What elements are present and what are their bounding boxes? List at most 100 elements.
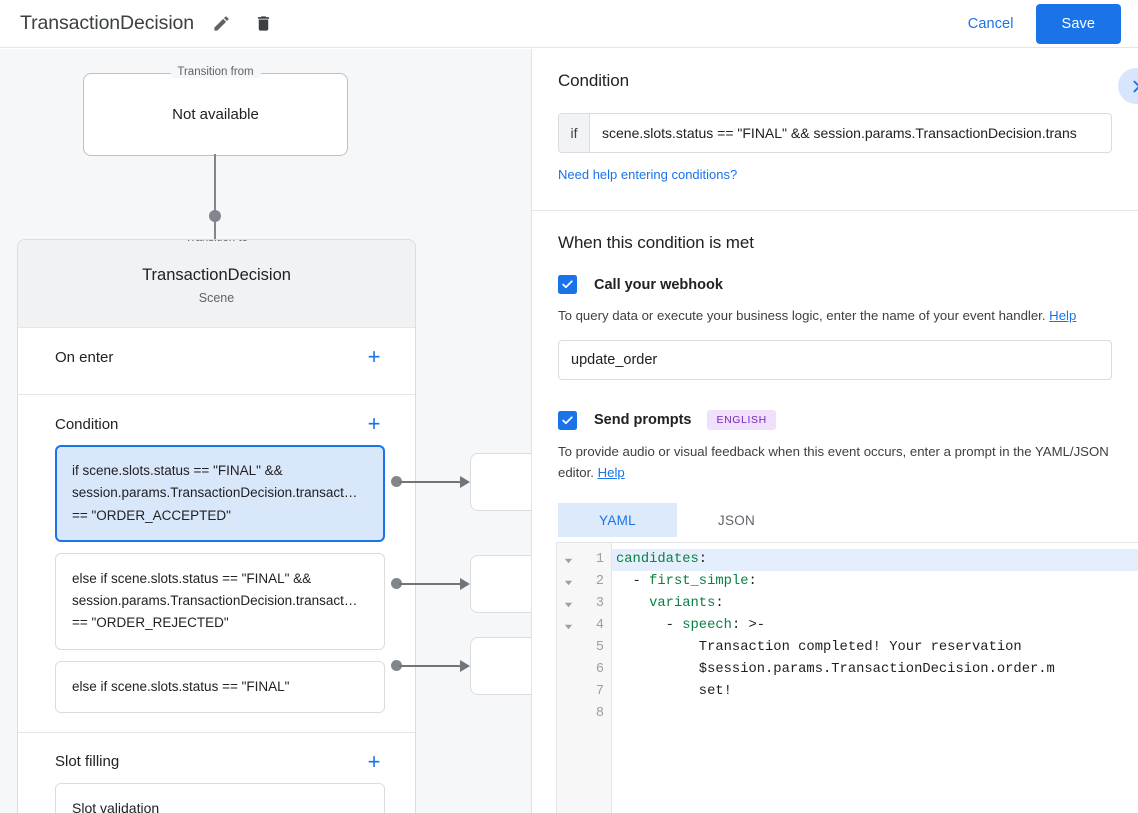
section-title-condition: Condition	[55, 415, 119, 433]
transition-from-legend: Transition from	[170, 66, 261, 78]
when-met-heading: When this condition is met	[558, 233, 754, 252]
section-title-slot-filling: Slot filling	[55, 753, 120, 771]
pencil-icon[interactable]	[206, 9, 236, 39]
code-line[interactable]: candidates:	[612, 549, 1138, 571]
edge-target-box-2[interactable]	[470, 637, 531, 695]
condition-heading: Condition	[558, 71, 629, 90]
line-number: 1	[595, 552, 604, 567]
trash-icon[interactable]	[248, 9, 278, 39]
editor-line-number-gutter: 1 2 3 4 5 6 7 8	[579, 543, 612, 813]
line-number: 3	[595, 596, 604, 611]
code-line[interactable]: set!	[698, 684, 732, 699]
condition-expression-input[interactable]	[590, 114, 1111, 152]
transition-to-box: Transition to TransactionDecision Scene	[18, 239, 415, 328]
section-header: Slot filling +	[18, 733, 415, 783]
prompts-help-link[interactable]: Help	[597, 464, 625, 480]
fold-toggle-icon[interactable]	[557, 571, 579, 593]
scene-name: TransactionDecision	[142, 266, 291, 284]
editor-format-tabs: YAML JSON	[558, 503, 1112, 538]
tab-json[interactable]: JSON	[717, 512, 756, 528]
panel-divider	[531, 49, 532, 813]
call-webhook-label: Call your webhook	[594, 276, 723, 293]
when-condition-met-section: When this condition is met Call your web…	[532, 211, 1138, 538]
add-slot-filling-button[interactable]: +	[367, 748, 381, 774]
fold-toggle-icon[interactable]	[557, 615, 579, 637]
condition-item-1[interactable]: else if scene.slots.status == "FINAL" &&…	[55, 552, 385, 650]
scene-graph-panel: Transition from Not available Transition…	[0, 49, 531, 813]
section-condition: Condition + if scene.slots.status == "FI…	[18, 395, 415, 733]
prompts-helper-sentence: To provide audio or visual feedback when…	[558, 444, 1109, 480]
call-webhook-checkbox[interactable]	[558, 275, 577, 294]
add-on-enter-button[interactable]: +	[367, 344, 381, 369]
line-number: 7	[595, 684, 604, 699]
edge-arrow-icon-1	[460, 578, 470, 590]
tab-yaml[interactable]: YAML	[558, 503, 677, 538]
send-prompts-row: Send prompts ENGLISH	[558, 410, 1112, 431]
edge-target-box-0[interactable]	[470, 453, 531, 511]
edge-dot-1	[391, 578, 402, 589]
edge-arrow-icon-0	[460, 476, 470, 488]
slot-validation-item[interactable]: Slot validation	[55, 782, 385, 813]
fold-toggle-icon	[557, 659, 579, 681]
page-title: TransactionDecision	[20, 12, 195, 34]
section-slot-filling: Slot filling + Slot validation	[18, 733, 415, 813]
language-badge: ENGLISH	[707, 410, 776, 431]
scene-card: Transition to TransactionDecision Scene …	[17, 239, 416, 813]
line-number: 4	[595, 618, 604, 633]
code-line[interactable]: variants:	[649, 596, 724, 611]
line-number: 8	[595, 706, 604, 721]
send-prompts-label: Send prompts	[594, 412, 692, 429]
fold-toggle-icon[interactable]	[557, 549, 579, 571]
fold-toggle-icon[interactable]	[557, 593, 579, 615]
details-panel: Condition if Need help entering conditio…	[532, 49, 1138, 813]
section-title-on-enter: On enter	[55, 348, 114, 366]
webhook-help-link[interactable]: Help	[1049, 308, 1077, 323]
line-number: 2	[595, 574, 604, 589]
send-prompts-block: Send prompts ENGLISH To provide audio or…	[558, 410, 1112, 538]
if-prefix-label: if	[559, 114, 590, 152]
transition-from-box: Transition from Not available	[83, 66, 348, 156]
webhook-handler-input[interactable]	[558, 340, 1112, 381]
transition-to-legend: Transition to	[178, 239, 255, 244]
code-line[interactable]: - speech: >-	[616, 618, 766, 633]
prompts-helper-text: To provide audio or visual feedback when…	[558, 442, 1112, 483]
code-line[interactable]	[612, 703, 1138, 725]
save-button[interactable]: Save	[1035, 3, 1121, 44]
editor-code-area[interactable]: candidates: - first_simple: variants: - …	[612, 543, 1138, 813]
edge-line-2	[399, 665, 461, 667]
section-header: Condition +	[18, 395, 415, 445]
add-condition-button[interactable]: +	[367, 411, 381, 436]
line-number: 5	[595, 640, 604, 655]
condition-section: Condition if Need help entering conditio…	[532, 49, 1138, 211]
send-prompts-checkbox[interactable]	[558, 410, 577, 430]
on-enter-empty	[18, 378, 415, 386]
fold-toggle-icon	[557, 637, 579, 659]
edge-target-box-1[interactable]	[470, 555, 531, 613]
condition-help-link[interactable]: Need help entering conditions?	[558, 167, 738, 182]
code-line[interactable]: $session.params.TransactionDecision.orde…	[698, 662, 1055, 677]
line-number: 6	[595, 662, 604, 677]
condition-item-0[interactable]: if scene.slots.status == "FINAL" && sess…	[55, 445, 385, 542]
code-line[interactable]: - first_simple:	[616, 574, 757, 589]
edge-dot-0	[391, 476, 402, 487]
condition-item-2[interactable]: else if scene.slots.status == "FINAL"	[55, 660, 385, 713]
edge-line-1	[399, 583, 461, 585]
scene-type: Scene	[198, 291, 235, 305]
fold-toggle-icon	[557, 681, 579, 703]
edge-dot-2	[391, 660, 402, 671]
call-webhook-row: Call your webhook	[558, 275, 1112, 294]
edge-arrow-icon-2	[460, 660, 470, 672]
fold-toggle-icon	[557, 703, 579, 725]
edge-line-0	[399, 481, 461, 483]
app-header: TransactionDecision Cancel Save	[0, 0, 1138, 48]
section-header: On enter +	[18, 328, 415, 378]
transition-from-value: Not available	[172, 106, 259, 123]
yaml-editor[interactable]: 1 2 3 4 5 6 7 8 candidates: - first_simple: var…	[556, 542, 1138, 813]
cancel-button[interactable]: Cancel	[954, 8, 1028, 40]
webhook-helper-text: To query data or execute your business l…	[558, 306, 1112, 326]
chevron-right-icon[interactable]	[1118, 68, 1138, 104]
condition-expression-row: if	[558, 113, 1112, 153]
section-on-enter: On enter +	[18, 328, 415, 395]
webhook-helper-sentence: To query data or execute your business l…	[558, 308, 1046, 323]
code-line[interactable]: Transaction completed! Your reservation	[698, 640, 1022, 655]
